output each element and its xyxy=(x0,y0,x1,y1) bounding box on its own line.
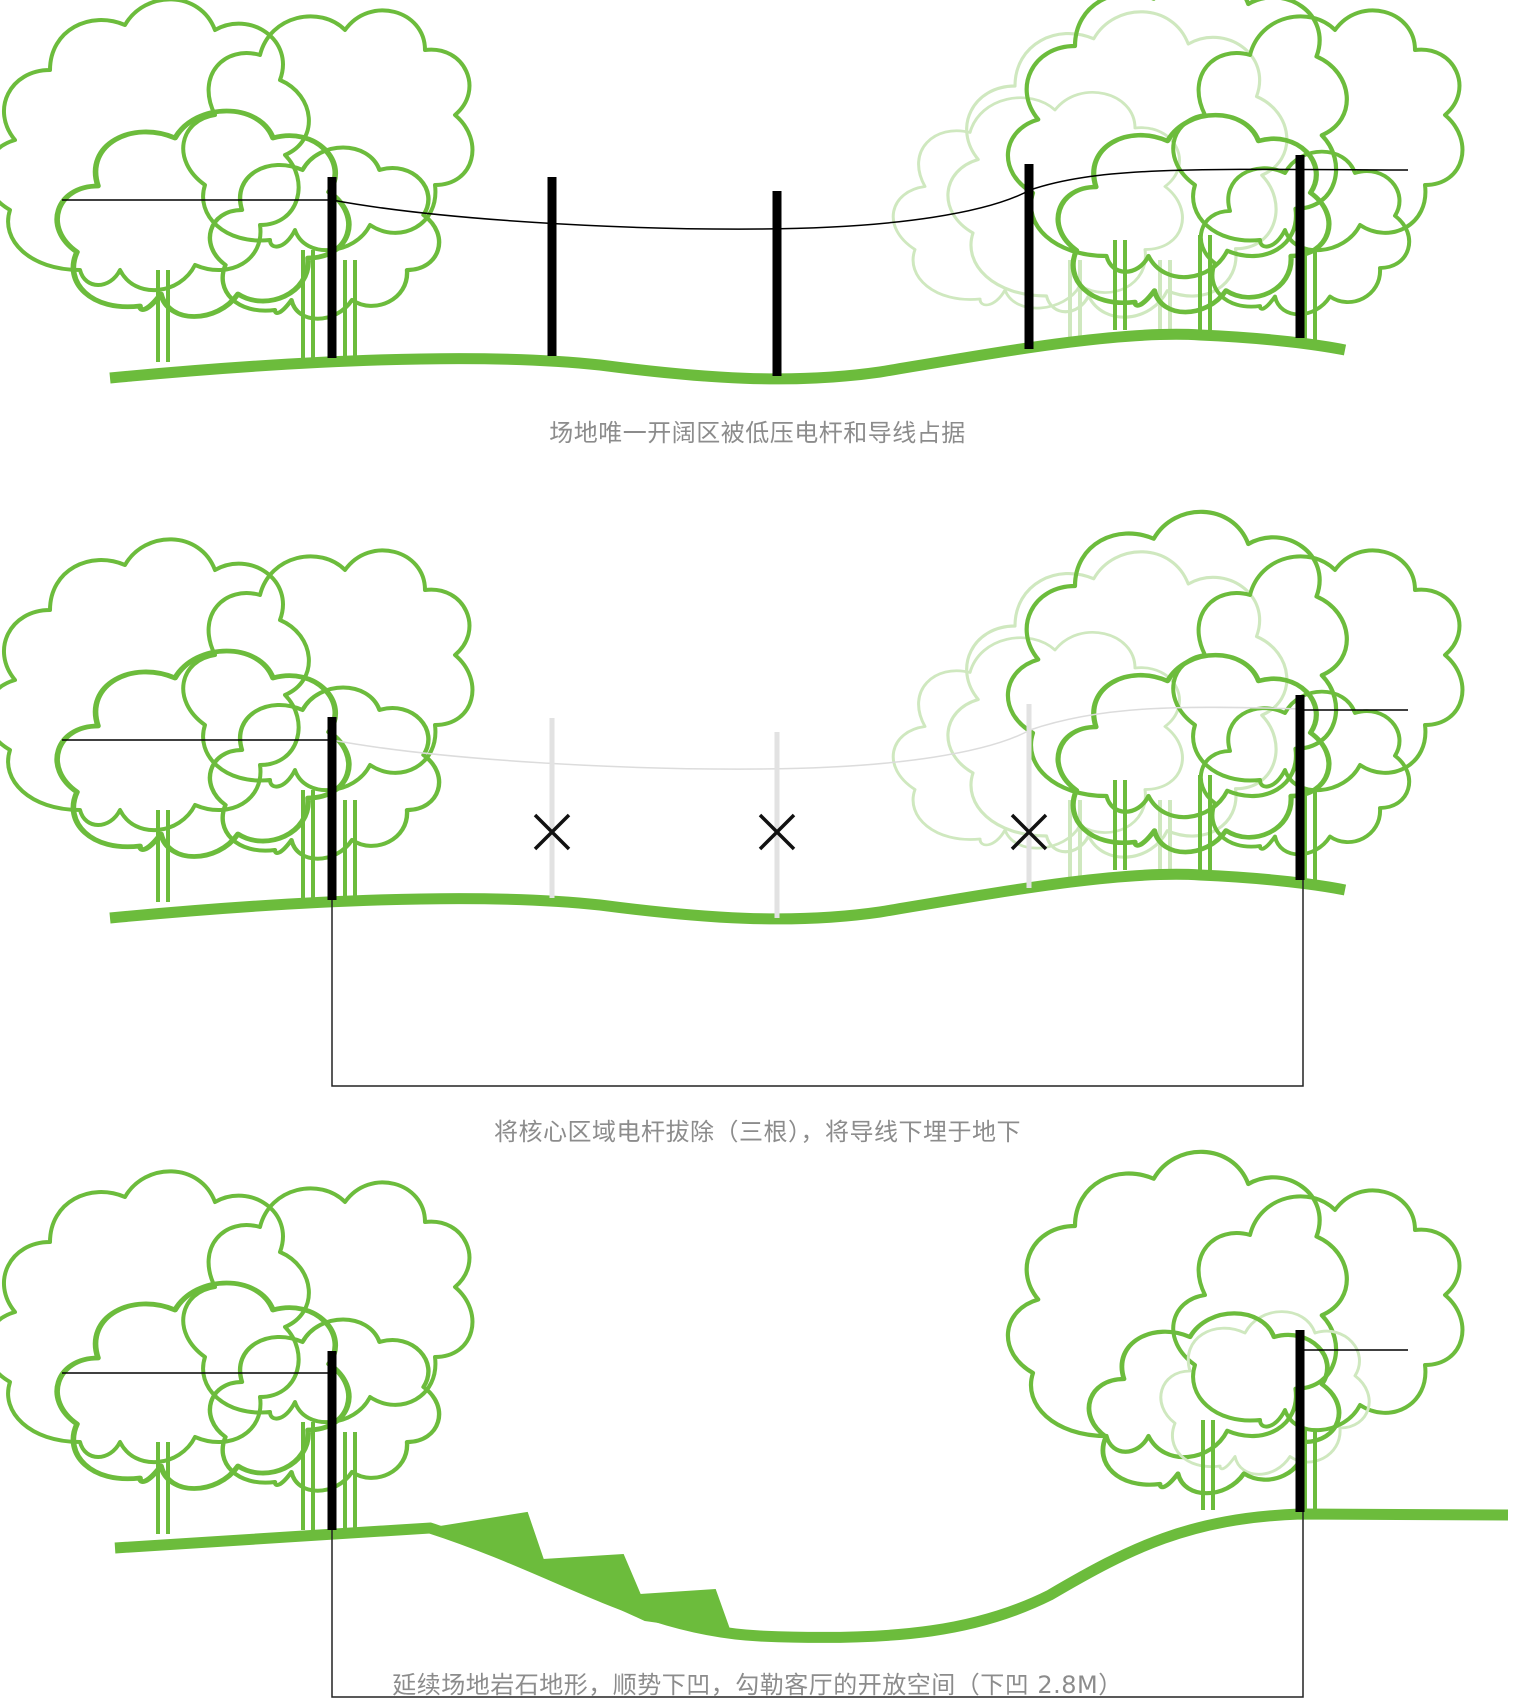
tree-crown xyxy=(891,90,1184,310)
panel-3 xyxy=(0,1152,1509,1698)
panel-2 xyxy=(0,512,1465,1087)
x-mark-icon xyxy=(758,813,796,851)
caption-panel-1: 场地唯一开阔区被低压电杆和导线占据 xyxy=(549,419,966,447)
tree-crown xyxy=(891,630,1184,850)
buried-cable-line xyxy=(331,1512,1304,1698)
caption-panel-3: 延续场地岩石地形，顺势下凹，勾勒客厅的开放空间（下凹 2.8M） xyxy=(392,1671,1123,1699)
ground-line xyxy=(114,1508,1509,1643)
x-mark-icon xyxy=(1010,813,1048,851)
overhead-wire xyxy=(62,168,1409,230)
tree-crown xyxy=(1058,655,1329,852)
ground-line xyxy=(109,328,1347,385)
buried-cable-line xyxy=(331,880,1304,1087)
ground-line xyxy=(109,868,1347,925)
removed-wire xyxy=(331,706,1301,770)
panel-1 xyxy=(0,0,1465,385)
rock-terrace xyxy=(436,1511,732,1634)
x-mark-icon xyxy=(533,813,571,851)
tree-crown xyxy=(1058,115,1329,312)
caption-panel-2: 将核心区域电杆拔除（三根），将导线下埋于地下 xyxy=(494,1118,1021,1146)
